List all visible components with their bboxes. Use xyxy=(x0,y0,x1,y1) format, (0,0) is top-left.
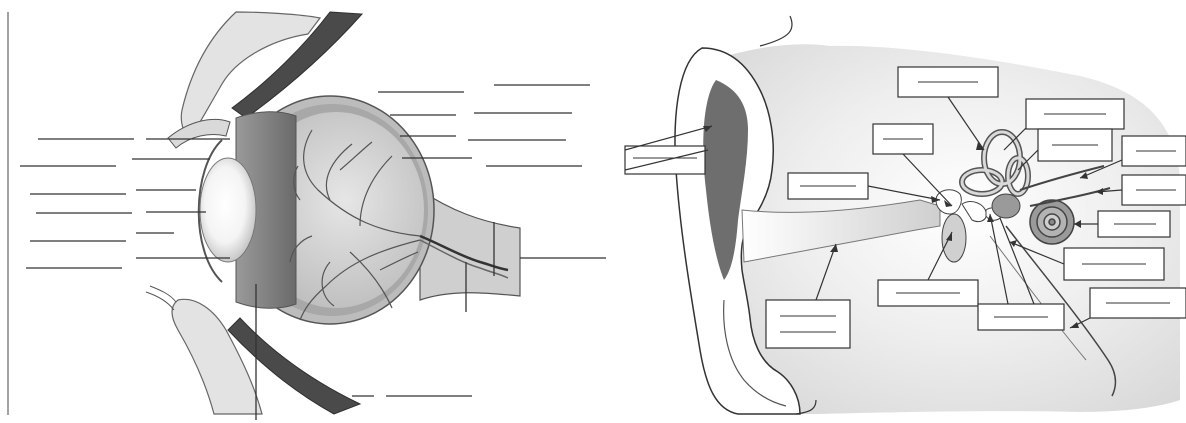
ear-leader-line xyxy=(989,213,1009,305)
tympanic-membrane xyxy=(941,213,967,263)
eye-cross-section-icon xyxy=(145,11,521,415)
retinal-vessels xyxy=(289,129,421,321)
ear-leader-line xyxy=(624,149,709,171)
cornea xyxy=(197,139,223,283)
ear-label-box xyxy=(977,303,1065,331)
ear-leader-line xyxy=(1003,127,1027,151)
ear-arrowheads xyxy=(703,126,1103,328)
upper-eyelid xyxy=(167,118,231,149)
lower-orbital-bone xyxy=(171,298,263,415)
ear-leader-line xyxy=(902,153,953,207)
vestibule xyxy=(991,193,1021,219)
central-retinal-vein xyxy=(419,239,509,279)
ear-leader-line xyxy=(815,243,837,301)
upper-orbital-bone xyxy=(180,11,322,139)
cochlear-nerve xyxy=(1029,187,1111,207)
ear-label-box xyxy=(765,299,851,349)
ear-leader-line xyxy=(1017,149,1039,171)
skin-contour xyxy=(759,15,793,47)
cochlea xyxy=(1029,199,1075,245)
ear-leader-line xyxy=(1009,241,1065,265)
eustachian-tube xyxy=(1005,225,1117,397)
ciliary-body xyxy=(235,111,297,309)
optic-nerve xyxy=(419,188,521,301)
external-auditory-canal xyxy=(741,199,941,263)
lens xyxy=(199,157,257,263)
ear-leader-line xyxy=(624,125,713,151)
ear-leader-line xyxy=(947,96,985,151)
inferior-rectus-muscle xyxy=(227,317,362,415)
vestibular-nerve xyxy=(1019,165,1105,191)
eye-label-lines xyxy=(20,84,606,420)
central-retinal-artery xyxy=(419,234,509,272)
eustachian-tube-wall xyxy=(989,235,1087,361)
ear-label-box xyxy=(1063,247,1165,281)
semicircular-canals-lumen xyxy=(960,130,1030,196)
lobule xyxy=(723,299,787,407)
ear-leader-line xyxy=(999,217,1035,305)
eyelash xyxy=(145,285,177,311)
ear-leader-line xyxy=(1079,159,1123,179)
concha xyxy=(703,80,748,280)
skin-contour xyxy=(795,399,817,415)
ear-leader-line xyxy=(867,185,941,201)
ear-box-blanks xyxy=(633,81,1176,333)
